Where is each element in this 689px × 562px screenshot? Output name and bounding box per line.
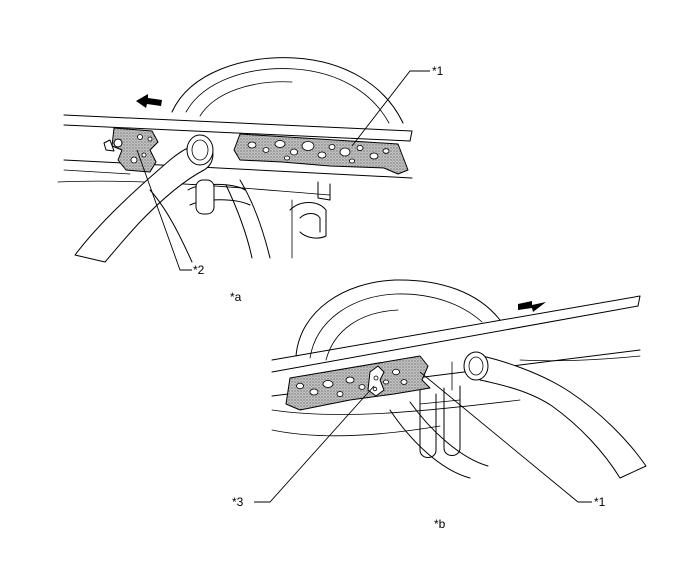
arrow-left-icon (136, 94, 162, 108)
leader-bottom-1 (419, 371, 592, 503)
callout-bottom-3: *3 (232, 495, 244, 509)
callout-top-2: *2 (193, 263, 205, 277)
pipe (463, 351, 647, 479)
sealer-part-1 (285, 355, 431, 411)
leader-bottom-3 (254, 385, 375, 503)
hoses (149, 179, 331, 263)
callout-bottom-1: *1 (594, 495, 606, 509)
sealer-part-2 (103, 127, 159, 173)
callout-top-1: *1 (432, 64, 444, 78)
bracket (389, 361, 489, 479)
leader-top-1 (351, 70, 430, 147)
view-a-illustration: *1 *2 *a (57, 57, 444, 304)
tire (295, 279, 501, 361)
view-label-b: *b (434, 517, 446, 531)
frame-rail (271, 295, 641, 437)
pipe (74, 134, 214, 263)
arrow-right-icon (518, 301, 546, 312)
tire (171, 57, 404, 124)
sealer-part-1 (233, 133, 409, 175)
view-b-illustration: *3 *1 *b (232, 279, 647, 531)
view-label-a: *a (230, 290, 242, 304)
leader-top-2 (136, 149, 192, 271)
